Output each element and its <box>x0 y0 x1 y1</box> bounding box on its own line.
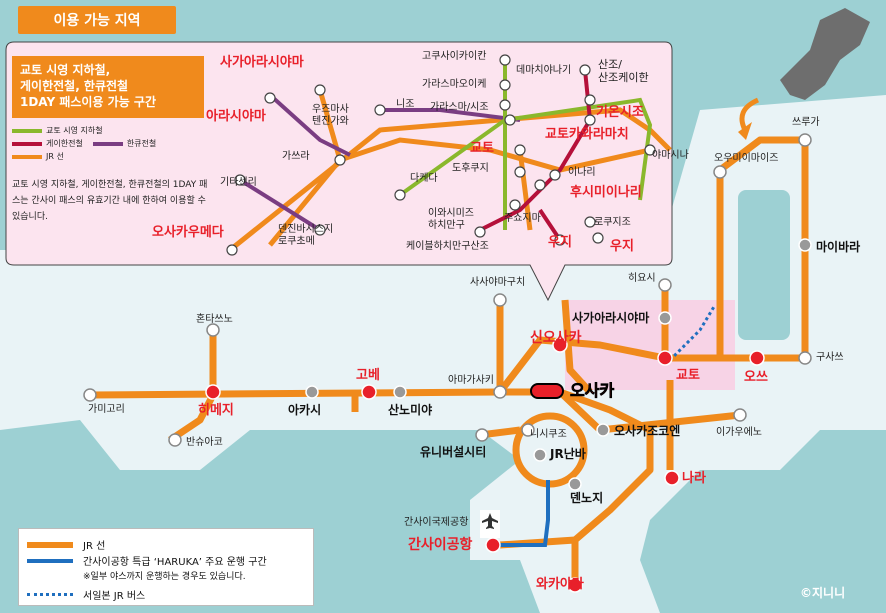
station-label: 가미고리 <box>88 404 125 415</box>
station-label: 오우미이마이즈 <box>714 153 779 164</box>
station-label: 우지 <box>610 239 634 254</box>
station-label: 산노미야 <box>388 403 433 417</box>
bus-line <box>668 304 717 362</box>
pointer-arrow-head <box>738 122 752 140</box>
airplane-icon <box>480 510 500 538</box>
station-label: 다케다 <box>410 173 438 184</box>
station-label: 신오사카 <box>530 330 582 346</box>
haruka-line <box>500 480 550 547</box>
station-label: 교토카와라마치 <box>545 127 629 142</box>
station-label: 교토 <box>676 368 700 383</box>
station-label: 오쓰 <box>744 370 768 385</box>
land-area <box>0 95 886 613</box>
map-title: 이용 가능 지역 <box>18 6 176 34</box>
pass-note: 교토 시영 지하철, 게이한전철, 한큐전철의 1DAY 패스는 간사이 패스의… <box>12 180 208 222</box>
legend: JR 선 간사이공항 특급 ‘HARUKA’ 주요 운행 구간 ※일부 야스까지… <box>18 528 314 606</box>
station-label: 반슈아코 <box>186 437 223 448</box>
copyright: ©지니니 <box>800 586 846 600</box>
station-label: 데마치야나기 <box>516 65 572 76</box>
japan-silhouette <box>780 8 870 100</box>
station-label: 사사야마구치 <box>470 277 526 288</box>
station-label: 우즈마사 텐진가와 <box>312 104 349 127</box>
station-label: 사가아라시야마 <box>572 311 650 325</box>
station-label: 이가우에노 <box>716 427 762 438</box>
station-label: 기타센리 <box>220 177 257 188</box>
station-label: 나라 <box>682 471 706 486</box>
legend-item: JR 선 <box>19 537 105 552</box>
inset-legend-label: 교토 시영 지하철 <box>46 126 103 135</box>
station-label: 도후쿠지 <box>452 163 489 174</box>
inset-legend-item: JR 선 <box>12 150 212 163</box>
station-label: 교토 <box>470 141 494 156</box>
legend-item: 서일본 JR 버스 <box>19 587 145 602</box>
station-label: 간사이공항 <box>408 537 473 553</box>
station-label: 가쓰라 <box>282 151 310 162</box>
station-label: 야마시나 <box>652 150 689 161</box>
station-label: 로쿠지조 <box>594 217 631 228</box>
lake-biwa <box>738 190 790 340</box>
inset-legend: 교토 시영 지하철 게이한전철 한큐전철 JR 선 <box>12 124 212 163</box>
station-label: 기온시조 <box>596 105 644 120</box>
legend-label: 간사이공항 특급 ‘HARUKA’ 주요 운행 구간 <box>83 557 267 568</box>
station-label: 사가아라시야마 <box>220 55 304 70</box>
station-label: 마이바라 <box>816 240 861 254</box>
legend-label: JR 선 <box>83 541 106 552</box>
station-label: 가라스마오이케 <box>422 79 487 90</box>
station-label: 덴노지 <box>570 491 604 505</box>
station-label: 아라시야마 <box>206 109 266 124</box>
station-label: 히메지 <box>198 403 234 418</box>
station-label: 이와시미즈 하치만구 <box>428 208 474 231</box>
station-label: 니시쿠조 <box>530 429 567 440</box>
station-label: 오사카우메다 <box>152 225 224 240</box>
station-label: 케이블하치만구산조 <box>406 241 489 252</box>
station-dots <box>83 133 812 593</box>
station-label: 산조/ 산조케이한 <box>598 58 649 85</box>
station-label: 고쿠사이카이칸 <box>422 51 487 62</box>
legend-item: 간사이공항 특급 ‘HARUKA’ 주요 운행 구간 <box>19 553 267 568</box>
station-label: 히요시 <box>628 273 656 284</box>
station-label: 이나리 <box>568 167 596 178</box>
inset-legend-label: JR 선 <box>46 152 64 161</box>
osaka-hub-marker <box>530 383 564 399</box>
station-label: 와카야마 <box>536 577 584 592</box>
inset-hankyu-lines <box>238 93 521 232</box>
station-label: 후시미이나리 <box>570 185 642 200</box>
station-label: 오사카 <box>570 381 615 400</box>
station-label: 우지 <box>548 235 572 250</box>
station-label: 쓰루가 <box>792 117 820 128</box>
inset-legend-label: 게이한전철 <box>46 139 83 148</box>
station-label: 유니버설시티 <box>420 445 487 459</box>
station-label: 가라스마/시조 <box>430 102 489 113</box>
pass-title: 교토 시영 지하철, 게이한전철, 한큐전철 1DAY 패스이용 가능 구간 <box>12 56 204 118</box>
station-label: 아카시 <box>288 403 322 417</box>
inset-legend-item: 교토 시영 지하철 <box>12 124 212 137</box>
station-label: 혼타쓰노 <box>196 314 233 325</box>
pointer-arrow <box>739 97 760 132</box>
legend-note: ※일부 야스까지 운행하는 경우도 있습니다. <box>83 572 246 582</box>
station-label: 간사이국제공항 <box>404 517 469 528</box>
inset-legend-item: 게이한전철 한큐전철 <box>12 137 212 150</box>
station-label: 니조 <box>396 99 415 110</box>
station-label: 덴진바시스지 로쿠초메 <box>278 224 334 247</box>
station-label: 구사쓰 <box>816 352 844 363</box>
station-label: JR난바 <box>550 447 586 461</box>
inset-legend-label: 한큐전철 <box>126 139 157 148</box>
station-label: 고베 <box>356 368 380 383</box>
station-label: 주쇼지마 <box>504 213 541 224</box>
station-label: 오사카조코엔 <box>614 424 681 438</box>
station-label: 아마가사키 <box>448 375 494 386</box>
legend-label: 서일본 JR 버스 <box>83 591 146 602</box>
inset-station-dots <box>226 54 656 256</box>
